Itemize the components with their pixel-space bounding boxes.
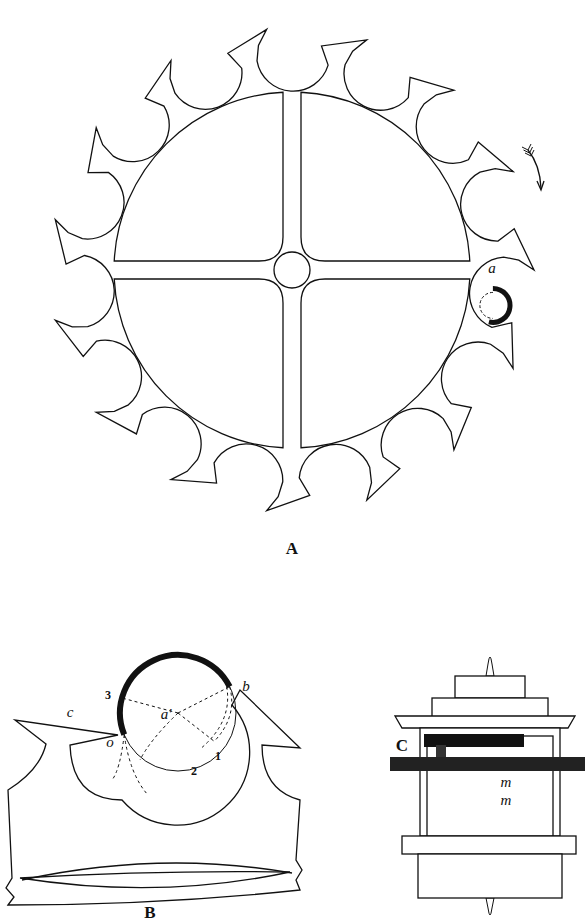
escape-wheel bbox=[55, 29, 544, 510]
wheel-rim bbox=[55, 29, 534, 510]
part-letter: 1 bbox=[215, 750, 221, 762]
pivot bbox=[486, 657, 494, 676]
figure-letter: B bbox=[144, 904, 155, 921]
path-curves bbox=[112, 713, 178, 795]
wheel-window bbox=[301, 92, 470, 261]
arrow-feather bbox=[524, 147, 533, 153]
part-letter: m bbox=[501, 793, 512, 808]
wheel-hub bbox=[274, 252, 310, 288]
wheel-segment bbox=[6, 690, 302, 905]
lower-plug bbox=[402, 836, 576, 854]
cylinder-bore bbox=[427, 736, 553, 836]
part-letter: a' bbox=[161, 707, 172, 722]
wheel-arm bbox=[390, 757, 585, 771]
cylinder bbox=[489, 288, 510, 322]
detail-b bbox=[6, 655, 302, 905]
arrow-head bbox=[537, 181, 544, 190]
cylinder-body bbox=[420, 728, 560, 836]
collet bbox=[455, 676, 525, 698]
wheel-rim-arc bbox=[20, 872, 290, 888]
wheel-window bbox=[114, 279, 283, 448]
figure-letter: C bbox=[396, 737, 408, 754]
cylinder-shell bbox=[120, 655, 230, 735]
figure-letter: A bbox=[286, 540, 298, 557]
rim-line bbox=[22, 863, 292, 880]
collet bbox=[432, 698, 548, 718]
arrow-feather bbox=[522, 144, 531, 150]
part-letter: m bbox=[501, 775, 512, 790]
path-curves bbox=[202, 687, 232, 748]
part-letter: a bbox=[488, 261, 496, 276]
wheel-window bbox=[114, 92, 283, 261]
cylinder-hidden bbox=[480, 292, 493, 318]
part-letter: 2 bbox=[191, 765, 197, 777]
arrow-feather bbox=[525, 150, 534, 156]
cylinder-section bbox=[390, 657, 585, 915]
part-letter: o bbox=[106, 735, 114, 750]
part-letter: b bbox=[242, 679, 250, 694]
wheel-window bbox=[301, 279, 470, 448]
lower-plug bbox=[418, 854, 562, 898]
part-letter: c bbox=[67, 705, 74, 720]
pivot bbox=[486, 898, 494, 915]
part-letter: 3 bbox=[105, 689, 111, 701]
balance-flange bbox=[395, 716, 575, 728]
